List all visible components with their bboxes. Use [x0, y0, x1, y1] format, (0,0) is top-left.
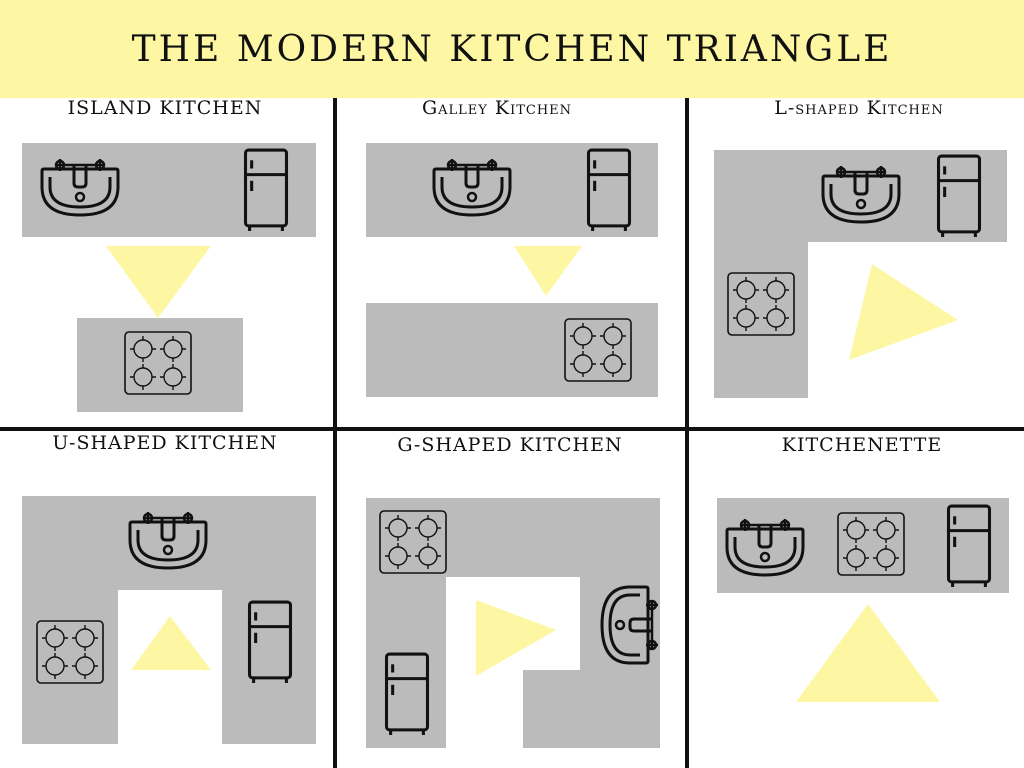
panel-title-island: ISLAND KITCHEN [67, 97, 263, 119]
panel-kitchenette [717, 498, 1009, 702]
header-banner: THE MODERN KITCHEN TRIANGLE [0, 0, 1024, 98]
panel-title-kitchenette: KITCHENETTE [781, 434, 943, 456]
work-triangle [131, 616, 211, 670]
panel-g-shaped [366, 498, 660, 748]
panel-l-shaped [714, 150, 1007, 398]
panel-title-l-shaped: L-shaped Kitchen [774, 97, 944, 119]
panel-title-g-shaped: G-SHAPED KITCHEN [397, 434, 623, 456]
panel-title-u-shaped: U-SHAPED KITCHEN [52, 432, 278, 454]
panel-u-shaped [22, 496, 316, 744]
work-triangle [476, 600, 556, 676]
page-title: THE MODERN KITCHEN TRIANGLE [131, 28, 893, 70]
panel-title-galley: Galley Kitchen [421, 97, 573, 119]
island-counter [77, 318, 243, 412]
work-triangle [514, 246, 582, 296]
work-triangle [106, 246, 211, 318]
counter [22, 496, 316, 744]
panel-galley [366, 143, 658, 397]
work-triangle [849, 264, 958, 360]
work-triangle [796, 604, 940, 702]
panel-island [22, 143, 316, 412]
counter [366, 498, 660, 748]
counter [714, 150, 1007, 398]
counter-bottom [366, 303, 658, 397]
counter-top [366, 143, 658, 237]
counter [22, 143, 316, 237]
